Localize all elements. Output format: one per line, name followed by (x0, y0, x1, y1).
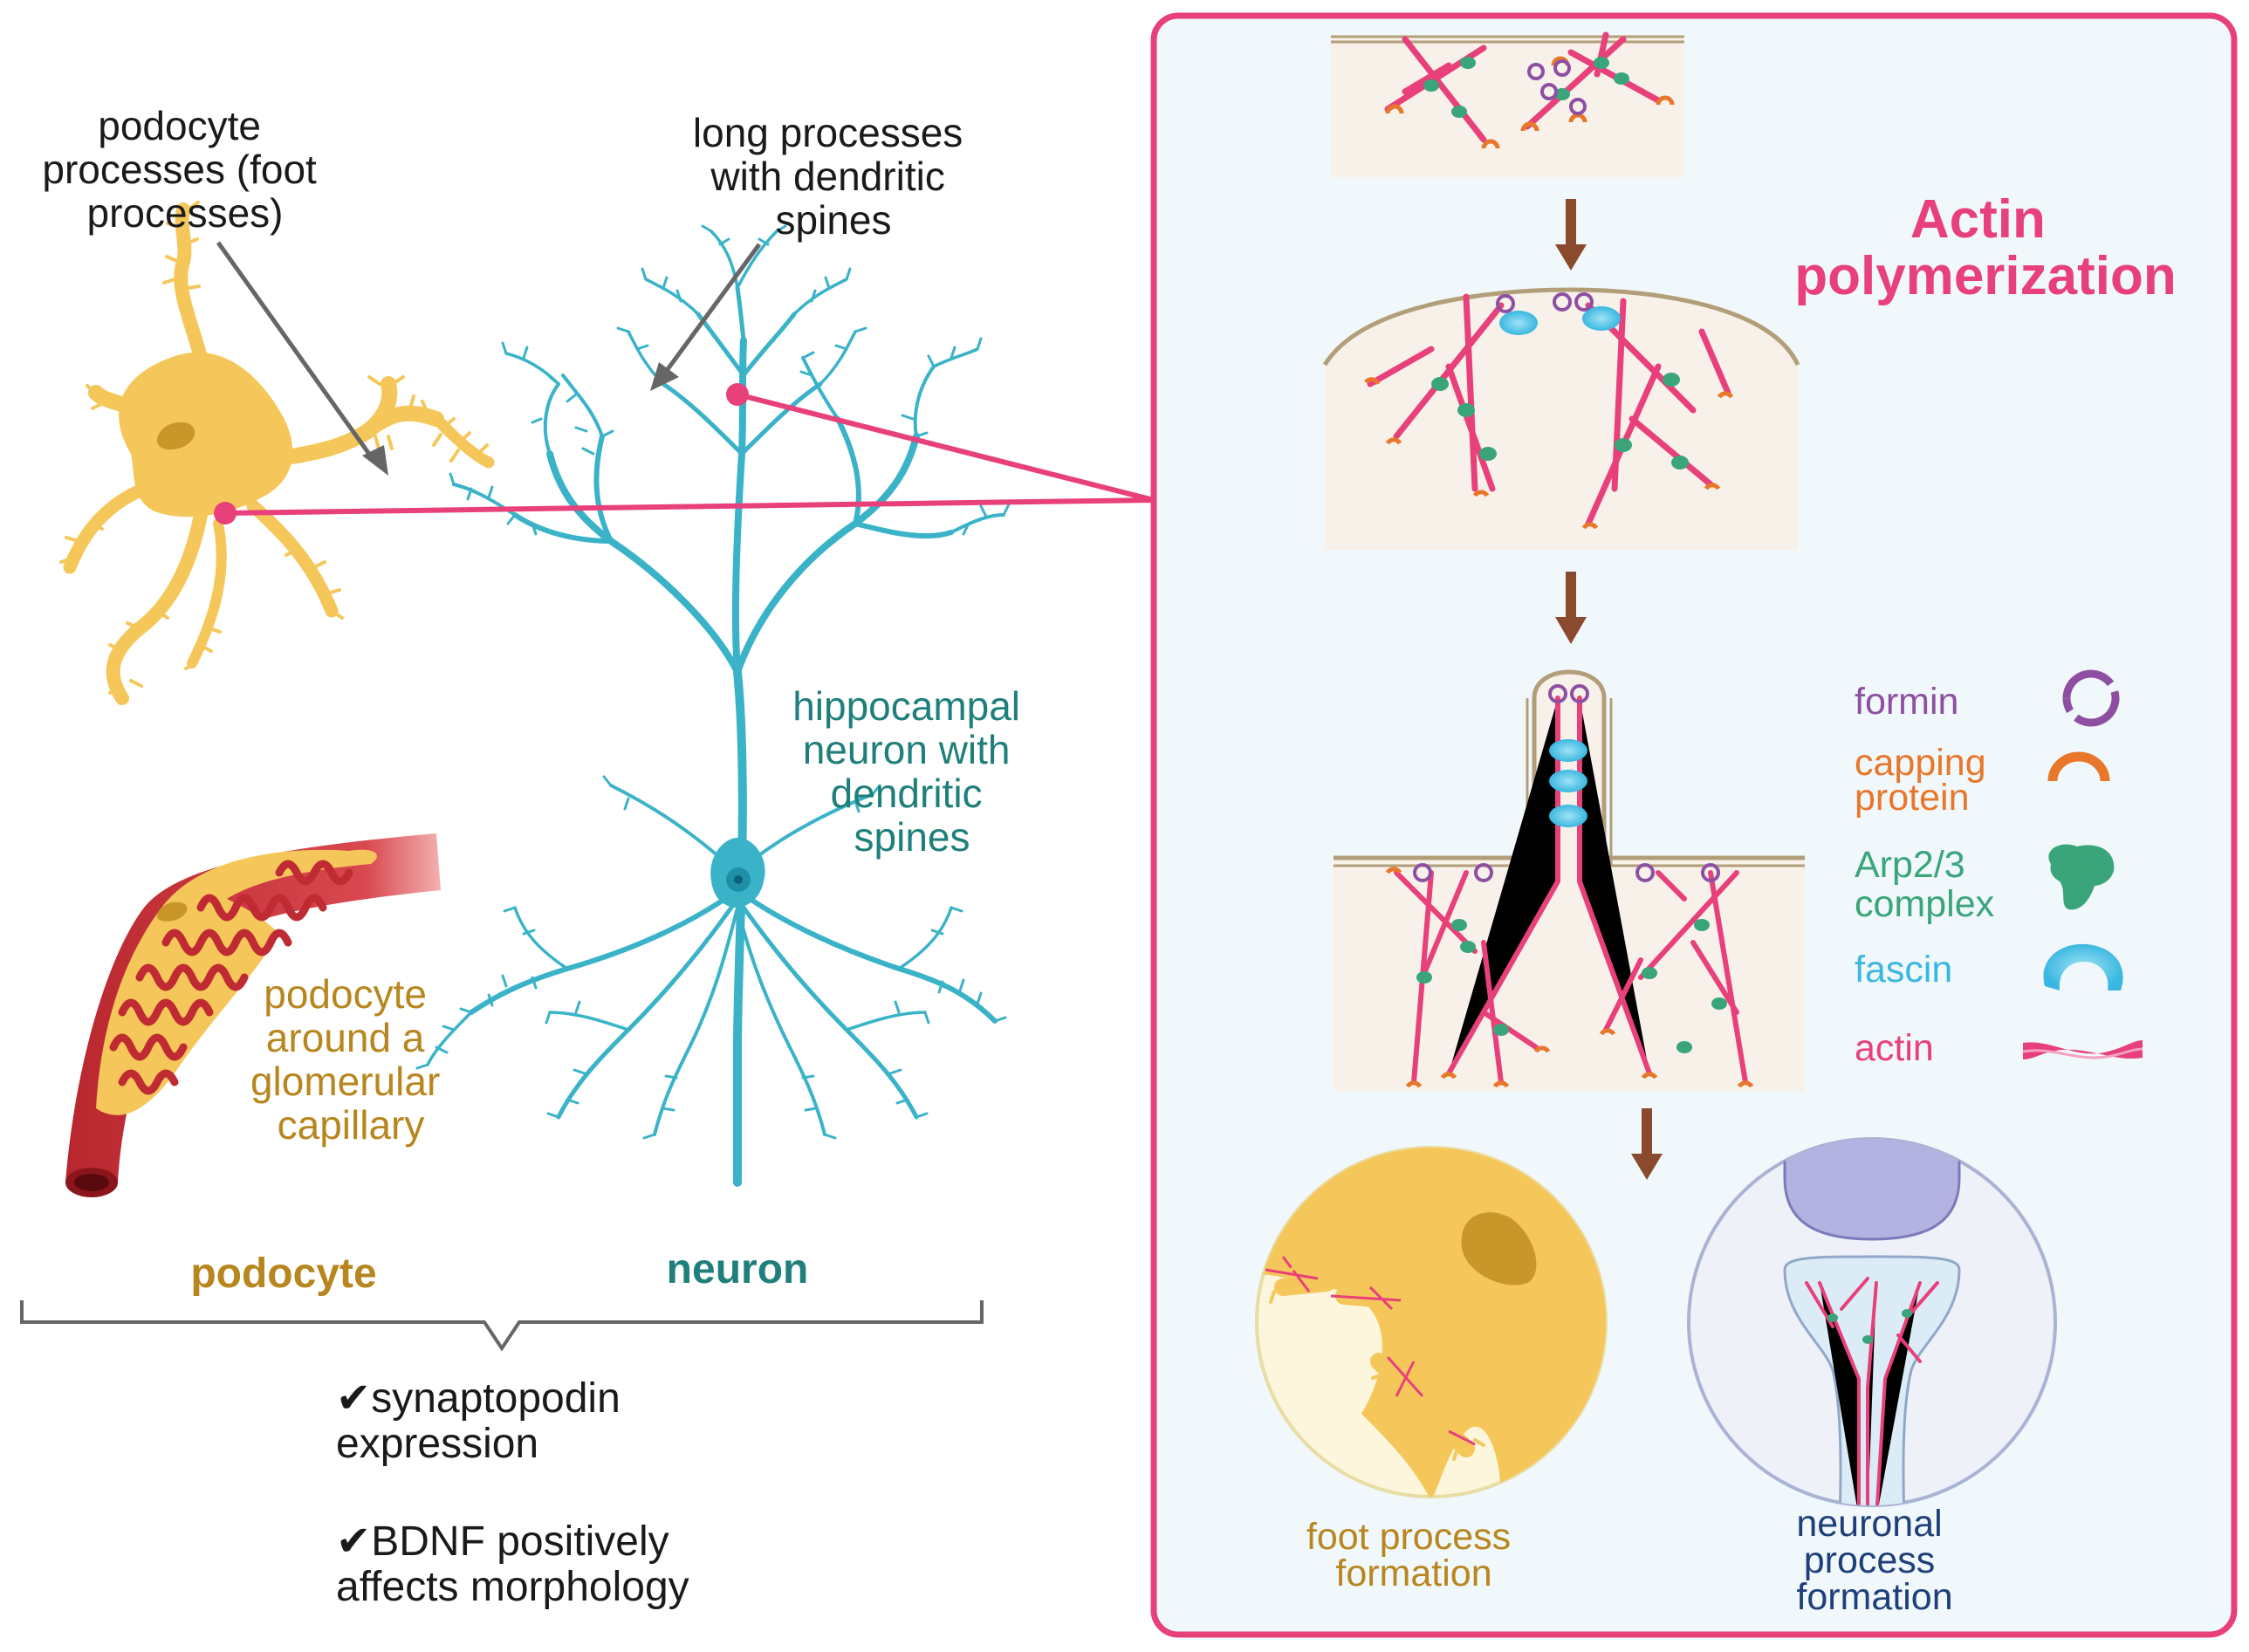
formin-icon (2062, 669, 2120, 727)
actin-icon (2022, 1040, 2143, 1059)
stage-3-filopodium (1334, 669, 1805, 1091)
capping-protein-icon (2047, 751, 2110, 782)
stage-1-cytoplasm (1331, 31, 1684, 177)
fascin-icon (2043, 943, 2123, 991)
shared-feature-1: ✔synaptopodin expression (336, 1375, 632, 1467)
foot-process-circle (1255, 1146, 1608, 1498)
arp23-icon (2048, 844, 2115, 910)
podocyte-processes-arrow (216, 241, 388, 476)
arrow-1 (1555, 199, 1587, 271)
podocyte-title: podocyte (190, 1251, 376, 1297)
legend-fascin: fascin (1855, 949, 1952, 991)
hippocampal-label: hippocampal neuron with dendritic spines (792, 683, 1032, 860)
zoom-lines (224, 392, 1155, 516)
neuron-processes-label: long processes with dendritic spines (693, 110, 974, 243)
hippocampal-neuron (415, 224, 1011, 1187)
arrow-2 (1555, 572, 1587, 644)
legend-capping-protein: capping protein (1855, 742, 1997, 819)
legend-arp23: Arp2/3 complex (1855, 844, 1995, 925)
dendritic-spines (415, 224, 1011, 1140)
glomerular-capillary (65, 833, 441, 1197)
text-layer: podocyte processes (foot processes) long… (42, 103, 2176, 1618)
legend-formin: formin (1855, 681, 1958, 723)
neuronal-process-circle (1687, 1137, 2057, 1507)
capillary-label: podocyte around a glomerular capillary (250, 971, 451, 1148)
neuronal-process-label: neuronal process formation (1796, 1503, 1952, 1618)
neuron-processes-arrow (650, 243, 762, 391)
foot-process-label: foot process formation (1306, 1516, 1521, 1594)
bracket (20, 1300, 984, 1352)
shared-feature-2: ✔BDNF positively affects morphology (336, 1518, 689, 1610)
legend-icons (2022, 669, 2143, 1059)
neuron-title: neuron (667, 1246, 809, 1292)
stage-2-membrane-protrusion (1322, 287, 1800, 550)
legend-actin: actin (1855, 1027, 1934, 1069)
podocyte-processes-label: podocyte processes (foot processes) (42, 103, 327, 236)
podocyte-cell (59, 201, 495, 705)
panel-title: Actin polymerization (1794, 189, 2177, 306)
arrow-3 (1631, 1108, 1663, 1180)
